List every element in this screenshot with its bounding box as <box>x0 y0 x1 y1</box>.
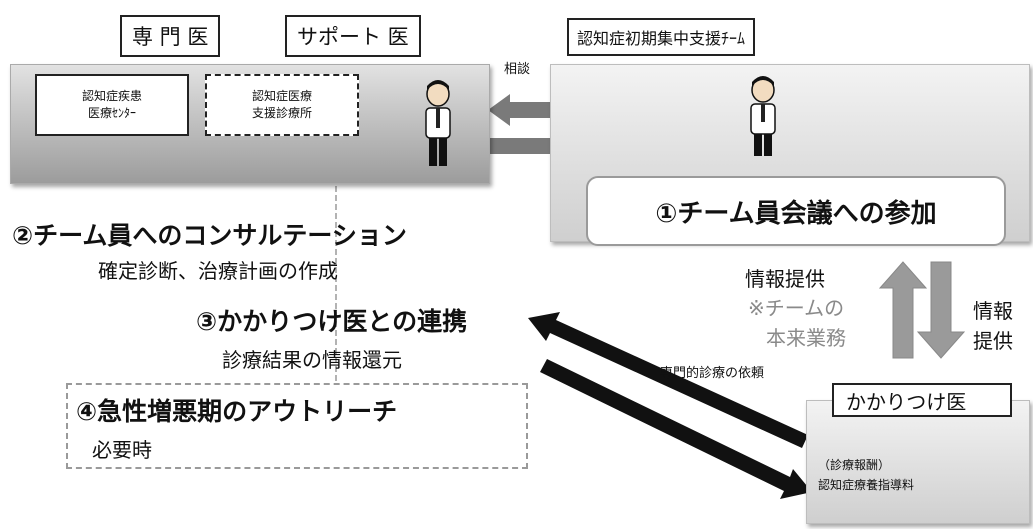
info-right-line2: 提供 <box>973 329 1013 353</box>
arrow-to-specialist <box>488 94 570 126</box>
info-right-line1: 情報 <box>973 299 1013 323</box>
fee-line2: 認知症療養指導料 <box>818 478 915 492</box>
step4-title: ④急性増悪期のアウトリーチ <box>76 397 398 426</box>
step2-subtitle: 確定診断、治療計画の作成 <box>98 259 338 283</box>
team-duty-note: ※チームの 本来業務 <box>748 293 846 353</box>
up-arrow <box>878 261 928 359</box>
arrow-referral <box>540 359 812 499</box>
gp-panel <box>806 400 1030 524</box>
specialist-label: 専 門 医 <box>120 15 221 57</box>
step2-title: ②チーム員へのコンサルテーション <box>12 221 407 250</box>
down-arrow <box>916 261 966 359</box>
step3-title: ③かかりつけ医との連携 <box>196 307 468 336</box>
dementia-center-line2: 医療ｾﾝﾀｰ <box>87 106 136 120</box>
support-doctor-label: サポート 医 <box>285 15 421 57</box>
info-provision-left: 情報提供 <box>745 267 825 291</box>
support-clinic-box: 認知症医療 支援診療所 <box>205 74 359 136</box>
team-meeting-text: ①チーム員会議への参加 <box>655 198 937 229</box>
step4-subtitle: 必要時 <box>92 438 152 462</box>
support-clinic-line2: 支援診療所 <box>251 106 312 120</box>
arrow-to-gp-link <box>528 312 808 448</box>
team-meeting-box: ①チーム員会議への参加 <box>586 176 1006 246</box>
fee-line1: （診療報酬） <box>818 458 891 472</box>
consult-label: 相談 <box>504 62 531 77</box>
dementia-center-line1: 認知症疾患 <box>81 89 142 103</box>
referral-label: 専門的診療の依頼 <box>660 366 765 381</box>
team-label: 認知症初期集中支援ﾁｰﾑ <box>567 18 756 56</box>
team-duty-line2: 本来業務 <box>766 326 846 350</box>
dementia-center-box: 認知症疾患 医療ｾﾝﾀｰ <box>35 74 189 136</box>
gp-label: かかりつけ医 <box>832 383 1012 417</box>
fee-note: （診療報酬） 認知症療養指導料 <box>818 455 914 495</box>
step3-subtitle: 診療結果の情報還元 <box>222 348 402 372</box>
support-clinic-line1: 認知症医療 <box>251 89 312 103</box>
info-provision-right: 情報 提供 <box>973 296 1013 356</box>
team-duty-line1: ※チームの <box>748 296 845 320</box>
outreach-box <box>66 383 528 469</box>
